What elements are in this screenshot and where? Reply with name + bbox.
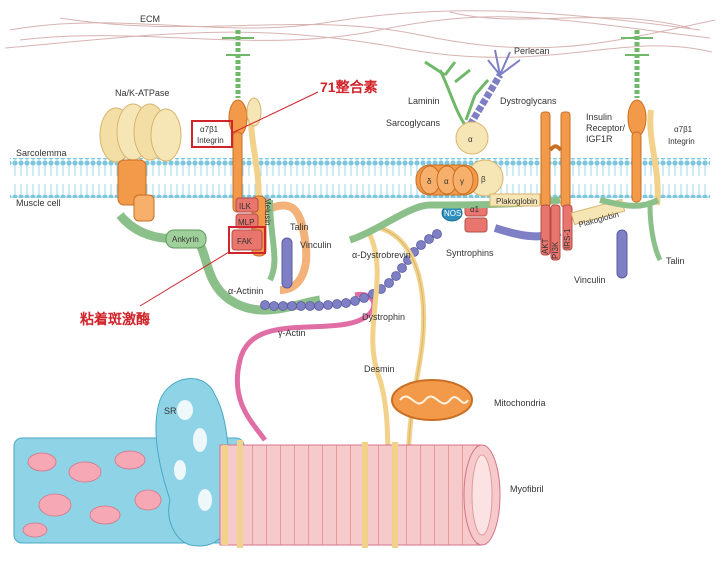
na-k-atpase [99, 103, 182, 222]
insulin-receptor [540, 111, 573, 261]
label-akt: AKT [541, 238, 550, 254]
annotation-fak: 粘着斑激酶 [80, 311, 150, 327]
label-dg-beta: β [481, 175, 486, 184]
label-muscle-cell: Muscle cell [16, 198, 61, 208]
label-integrin-left-b: Integrin [197, 136, 224, 145]
integrin-left [222, 30, 262, 213]
label-sg-alpha: α [444, 177, 449, 186]
label-sg-delta: δ [427, 177, 432, 186]
label-insulin-c: IGF1R [586, 134, 613, 144]
talin-left-strand [267, 199, 278, 282]
label-talin-right: Talin [666, 256, 685, 266]
label-integrin-right-a: α7β1 [674, 125, 693, 134]
fak-annotation-line [139, 251, 230, 307]
gamma-actin-strand [234, 291, 377, 442]
sarcoplasmic-reticulum [13, 378, 245, 547]
label-gamma-actin: γ-Actin [278, 328, 306, 338]
mitochondria [391, 379, 473, 421]
label-myofibril: Myofibril [510, 484, 544, 494]
label-na-k-atpase: Na/K-ATPase [115, 88, 169, 98]
label-plakoglobin-1: Plakoglobin [496, 197, 537, 206]
label-sarcoglycans: Sarcoglycans [386, 118, 441, 128]
label-alpha-actinin: α-Actinin [228, 286, 263, 296]
label-irs1: IRS-1 [563, 228, 572, 249]
label-dystrophin: Dystrophin [362, 312, 405, 322]
myofibril [219, 440, 501, 548]
label-syntrophins: Syntrophins [446, 248, 494, 258]
label-integrin-right-b: Integrin [668, 137, 695, 146]
integrin-annotation-line [231, 91, 319, 134]
label-ilk: ILK [239, 202, 252, 211]
label-alpha-dystrobrevin: α-Dystrobrevin [352, 250, 411, 260]
fak-highlight-box [228, 226, 266, 254]
label-dg-alpha: α [468, 135, 473, 144]
label-sarcolemma: Sarcolemma [16, 148, 67, 158]
sarcolemma-membrane [10, 158, 710, 198]
label-dystroglycans: Dystroglycans [500, 96, 557, 106]
ankyrin-box [165, 229, 207, 249]
dystrophin-chain [260, 229, 442, 311]
integrin-highlight-box [191, 120, 233, 148]
label-syn-a1: α1 [470, 205, 480, 214]
label-fak: FAK [237, 237, 253, 246]
label-talin-left: Talin [290, 222, 309, 232]
label-mlp: MLP [238, 218, 254, 227]
label-melusin: Melusin [263, 198, 272, 226]
focal-adhesion-complex [228, 195, 311, 294]
laminin [424, 60, 490, 126]
label-laminin: Laminin [408, 96, 440, 106]
perlecan [466, 49, 521, 127]
label-ankyrin: Ankyrin [172, 235, 199, 244]
label-desmin: Desmin [364, 364, 395, 374]
label-pi3k: PI3K [551, 241, 560, 259]
ecm-fibers [4, 10, 716, 58]
label-vinculin-left: Vinculin [300, 240, 331, 250]
label-sg-gamma: γ [460, 177, 464, 186]
plakoglobin-bar-1 [489, 193, 541, 207]
label-vinculin-right: Vinculin [574, 275, 605, 285]
label-perlecan: Perlecan [514, 46, 550, 56]
label-sr: SR [164, 406, 177, 416]
integrin-right [599, 30, 663, 279]
annotation-integrin: 71整合素 [320, 79, 378, 95]
label-insulin-b: Receptor/ [586, 123, 626, 133]
label-ecm: ECM [140, 14, 160, 24]
label-insulin-a: Insulin [586, 112, 612, 122]
label-mitochondria: Mitochondria [494, 398, 546, 408]
label-nos: NOS [444, 209, 461, 218]
label-integrin-left-a: α7β1 [200, 125, 219, 134]
